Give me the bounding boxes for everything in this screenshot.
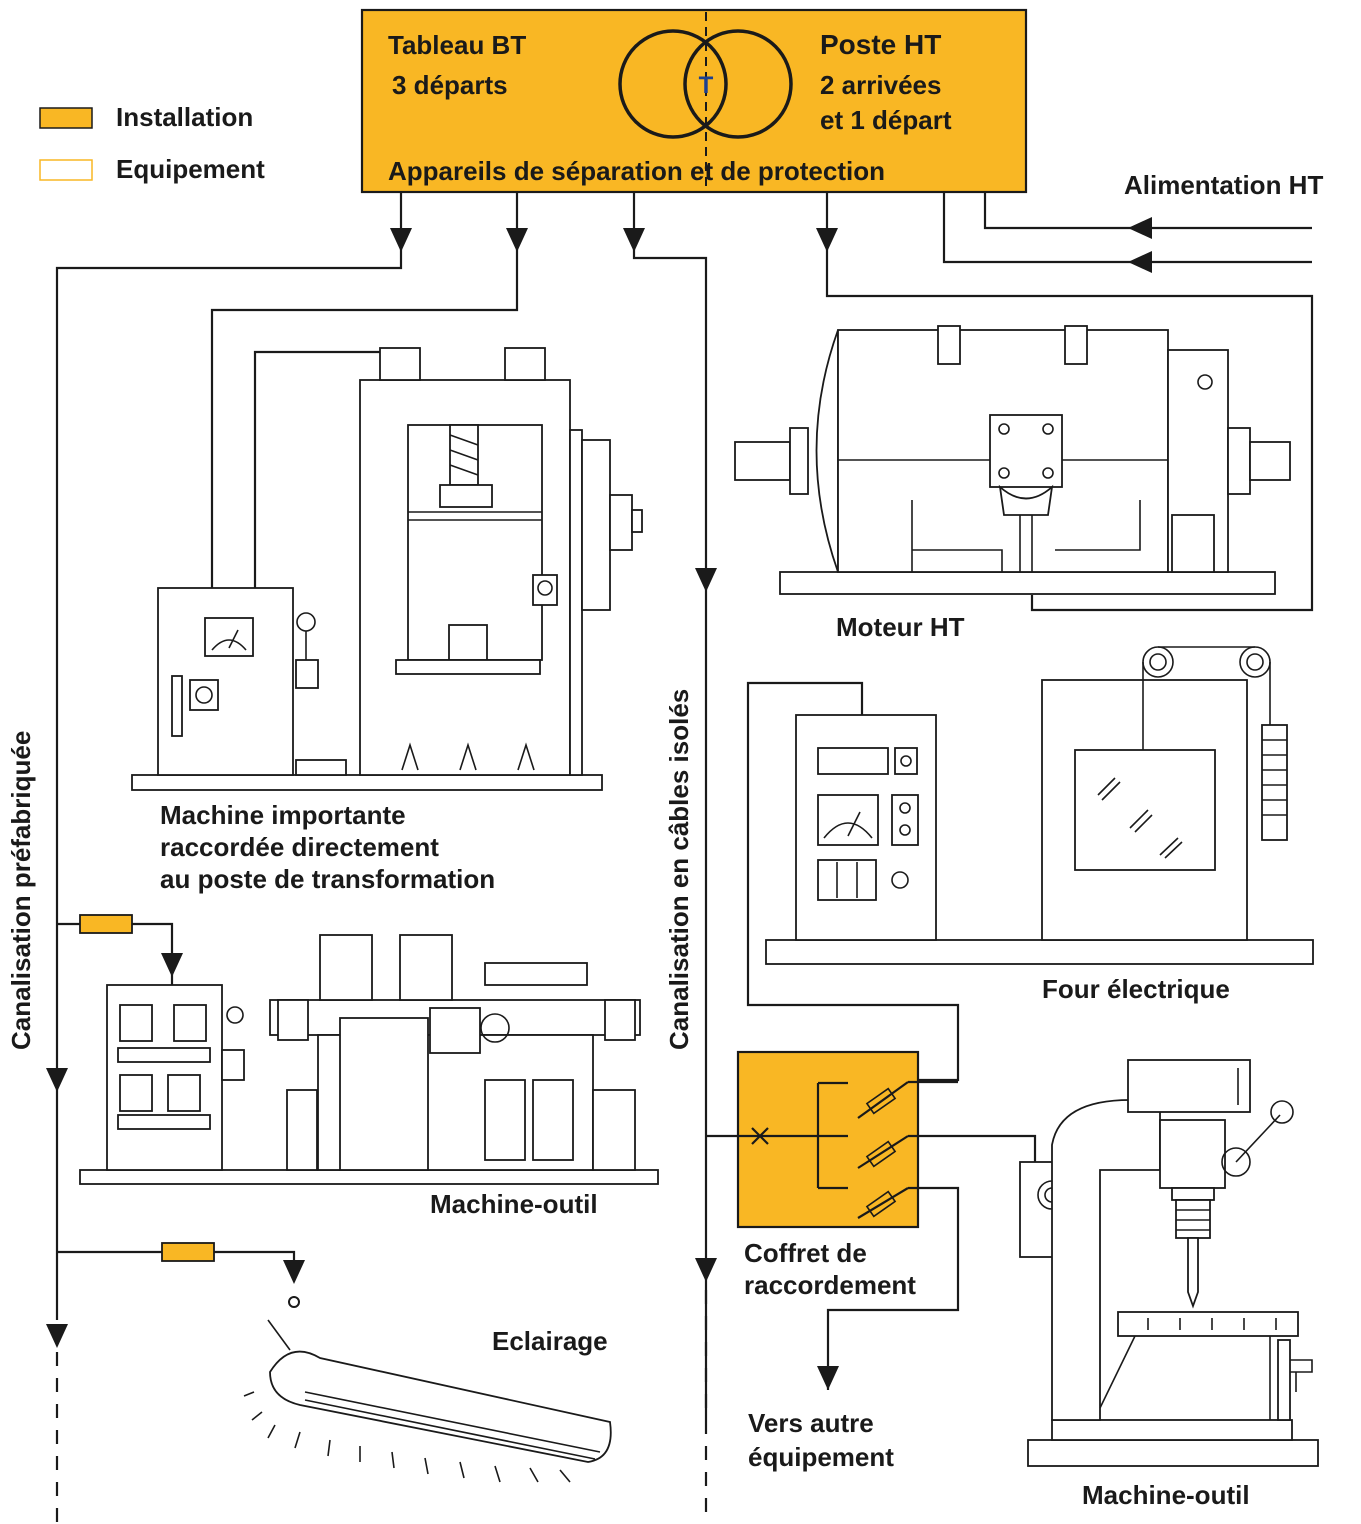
poste-title: Poste HT [820,29,941,60]
poste-subtitle-2: et 1 départ [820,105,952,135]
coffret-label-2: raccordement [744,1270,916,1300]
machine-importante-label-1: Machine importante [160,800,406,830]
vers-label-1: Vers autre [748,1408,874,1438]
machine-outil-left-label: Machine-outil [430,1189,598,1219]
legend-installation-label: Installation [116,102,253,132]
switch-icon [289,1297,299,1307]
canalisation-cables-label: Canalisation en câbles isolés [664,689,694,1050]
machine-outil-right-label: Machine-outil [1082,1480,1250,1510]
fuse-icon [80,915,132,933]
vers-label-2: équipement [748,1442,894,1472]
eclairage-label: Eclairage [492,1326,608,1356]
machine-outil-left [57,915,658,1184]
fuse-icon-lighting [162,1243,214,1261]
tableau-title: Tableau BT [388,30,526,60]
alimentation-label: Alimentation HT [1124,170,1323,200]
moteur-ht [735,326,1290,594]
lamp-icon [244,1352,611,1482]
machine-importante-label-2: raccordée directement [160,832,439,862]
machine-importante-label-3: au poste de transformation [160,864,495,894]
moteur-label: Moteur HT [836,612,965,642]
big-press-machine [132,348,642,790]
poste-subtitle-1: 2 arrivées [820,70,941,100]
four-electrique [748,647,1313,1080]
transformer-label: T [699,72,714,99]
canalisation-prefab-label: Canalisation préfabriquée [6,731,36,1050]
station-box: Tableau BT 3 départs Poste HT 2 arrivées… [362,10,1026,192]
legend: Installation Equipement [40,102,265,184]
machine-outil-right [1020,1060,1318,1466]
alimentation-lines [944,192,1312,273]
four-label: Four électrique [1042,974,1230,1004]
tableau-subtitle: 3 départs [392,70,508,100]
legend-equipement-swatch [40,160,92,180]
legend-installation-swatch [40,108,92,128]
station-bottom-label: Appareils de séparation et de protection [388,156,885,186]
coffret-label-1: Coffret de [744,1238,867,1268]
coffret-raccordement [706,1052,1035,1390]
legend-equipement-label: Equipement [116,154,265,184]
eclairage-group [57,1243,611,1482]
